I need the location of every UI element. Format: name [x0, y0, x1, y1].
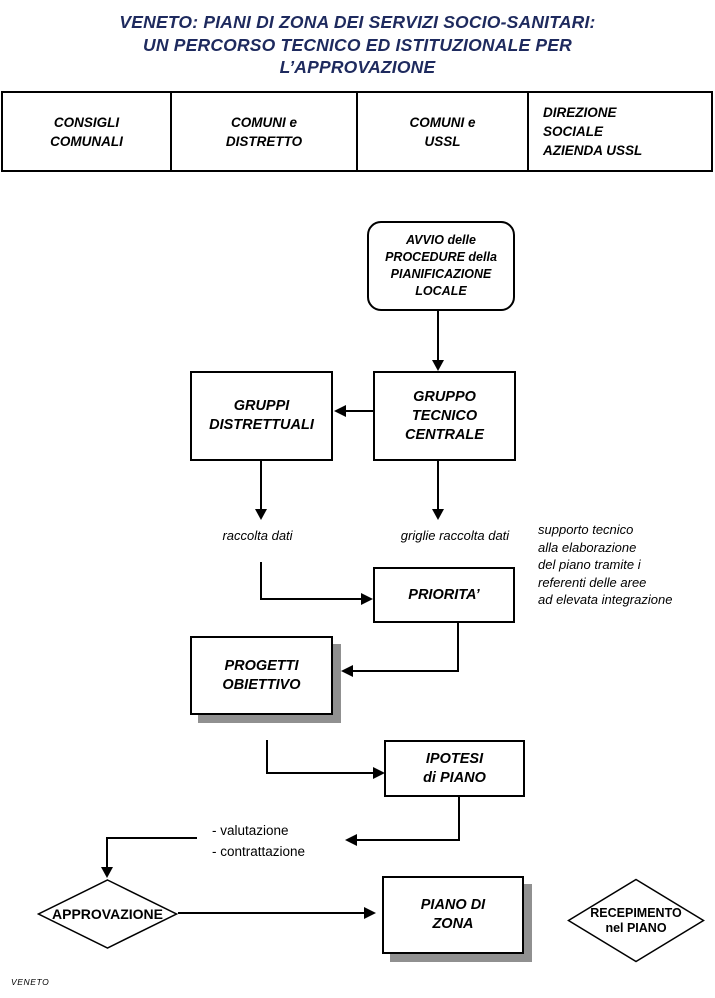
swimlane-label-line: DISTRETTO: [225, 133, 303, 149]
connector-ipotesi-to-valutazione-arrowhead: [345, 834, 357, 846]
swimlane-label-line: COMUNALI: [50, 133, 123, 149]
node-text-line: TECNICO: [411, 407, 478, 424]
connector-raccolta-to-priorita-arrowhead: [361, 593, 373, 605]
node-approvazione: APPROVAZIONE: [37, 879, 178, 949]
swimlane-label-line: USSL: [424, 133, 461, 149]
node-ipotesi-di-piano: IPOTESI di PIANO: [384, 740, 525, 797]
connector-gtc-to-gruppi-line: [346, 410, 373, 412]
node-text-line: DISTRETTUALI: [209, 417, 314, 433]
swimlane-label-line: DIREZIONE: [542, 105, 617, 120]
node-text-line: OBIETTIVO: [222, 676, 301, 693]
connector-approvazione-to-piano-line: [178, 912, 364, 914]
node-text-line: PIANO DI: [420, 897, 486, 913]
label-valutazione-line: - contrattazione: [212, 844, 306, 859]
node-text-line: AVVIO delle: [406, 233, 476, 247]
swimlane-comuni-distretto: COMUNI e DISTRETTO: [170, 93, 356, 170]
swimlane-label-line: COMUNI e: [230, 114, 297, 130]
node-text-line: di PIANO: [423, 769, 486, 786]
label-supporto-line: del piano tramite i: [538, 557, 641, 572]
connector-priorita-to-progetti-arrowhead: [341, 665, 353, 677]
label-supporto-tecnico: supporto tecnico alla elaborazione del p…: [538, 521, 713, 609]
node-text-line: PROGETTI: [224, 657, 299, 674]
swimlane-label-line: CONSIGLI: [53, 114, 120, 130]
node-text-line: RECEPIMENTO: [590, 905, 682, 920]
swimlane-label-line: SOCIALE: [542, 124, 603, 139]
node-text-line: PRIORITA’: [408, 586, 480, 603]
connector-progetti-to-ipotesi-vline: [266, 740, 268, 774]
label-raccolta-dati: raccolta dati: [222, 528, 293, 543]
label-supporto-line: ad elevata integrazione: [538, 592, 673, 607]
connector-valutazione-to-approvazione-vline: [106, 837, 108, 868]
connector-gruppi-down-arrowhead: [255, 509, 267, 520]
node-progetti-obiettivo: PROGETTI OBIETTIVO: [190, 636, 333, 715]
connector-priorita-to-progetti-vline: [457, 623, 459, 672]
node-recepimento: RECEPIMENTO nel PIANO: [567, 878, 705, 963]
connector-ipotesi-to-valutazione-vline: [458, 797, 460, 841]
label-valutazione-line: - valutazione: [212, 823, 289, 838]
connector-valutazione-to-approvazione-arrowhead: [101, 867, 113, 878]
connector-ipotesi-to-valutazione-hline: [357, 839, 460, 841]
node-text-line: GRUPPO: [413, 388, 476, 405]
node-text-line: APPROVAZIONE: [52, 906, 163, 922]
node-text-line: GRUPPI: [233, 398, 290, 414]
label-supporto-line: supporto tecnico: [538, 522, 634, 537]
connector-approvazione-to-piano-arrowhead: [364, 907, 376, 919]
connector-progetti-to-ipotesi-arrowhead: [373, 767, 385, 779]
node-piano-di-zona: PIANO DI ZONA: [382, 876, 524, 954]
page-title: VENETO: PIANI DI ZONA DEI SERVIZI SOCIO-…: [0, 11, 715, 79]
connector-gruppi-down-line: [260, 461, 262, 509]
node-avvio-procedure: AVVIO delle PROCEDURE della PIANIFICAZIO…: [367, 221, 515, 311]
connector-avvio-to-gtc-line: [437, 311, 439, 361]
swimlane-direzione-sociale: DIREZIONE SOCIALE AZIENDA USSL: [526, 93, 711, 170]
swimlane-label-line: COMUNI e: [409, 114, 476, 130]
footer-label: VENETO: [11, 977, 50, 987]
page-title-line: VENETO: PIANI DI ZONA DEI SERVIZI SOCIO-…: [119, 12, 596, 32]
connector-avvio-to-gtc-arrowhead: [432, 360, 444, 371]
node-text-line: ZONA: [432, 916, 474, 932]
swimlane-consigli-comunali: CONSIGLI COMUNALI: [3, 93, 170, 170]
node-text-line: LOCALE: [415, 284, 467, 298]
node-text-line: IPOTESI: [425, 750, 484, 767]
label-valutazione-contrattazione: - valutazione - contrattazione: [212, 820, 305, 862]
node-text: RECEPIMENTO nel PIANO: [567, 878, 705, 963]
node-gruppo-tecnico-centrale: GRUPPO TECNICO CENTRALE: [373, 371, 516, 461]
page-title-line: L’APPROVAZIONE: [279, 57, 436, 77]
node-text-line: CENTRALE: [405, 426, 484, 443]
node-gruppi-distrettuali: GRUPPI DISTRETTUALI: [190, 371, 333, 461]
label-griglie-raccolta-dati: griglie raccolta dati: [400, 528, 510, 543]
swimlane-label-line: AZIENDA USSL: [542, 143, 643, 158]
node-text-line: PROCEDURE della: [385, 250, 497, 264]
label-supporto-line: referenti delle aree: [538, 574, 647, 590]
node-text-line: PIANIFICAZIONE: [390, 267, 492, 281]
label-supporto-line: alla elaborazione: [538, 539, 637, 555]
page-title-line: UN PERCORSO TECNICO ED ISTITUZIONALE PER: [143, 34, 572, 55]
swimlane-header-row: CONSIGLI COMUNALI COMUNI e DISTRETTO COM…: [1, 91, 713, 172]
diamond-shape: [567, 878, 705, 963]
node-priorita: PRIORITA’: [373, 567, 515, 623]
diamond-shape: [37, 879, 178, 949]
connector-progetti-to-ipotesi-hline: [266, 772, 373, 774]
connector-valutazione-to-approvazione-hline: [106, 837, 197, 839]
connector-gtc-down-line: [437, 461, 439, 509]
connector-gtc-to-gruppi-arrowhead: [334, 405, 346, 417]
connector-priorita-to-progetti-hline: [353, 670, 459, 672]
connector-gtc-down-arrowhead: [432, 509, 444, 520]
connector-raccolta-to-priorita-vline: [260, 562, 262, 600]
connector-raccolta-to-priorita-hline: [260, 598, 361, 600]
node-text-line: nel PIANO: [605, 920, 667, 935]
swimlane-comuni-ussl: COMUNI e USSL: [355, 93, 527, 170]
